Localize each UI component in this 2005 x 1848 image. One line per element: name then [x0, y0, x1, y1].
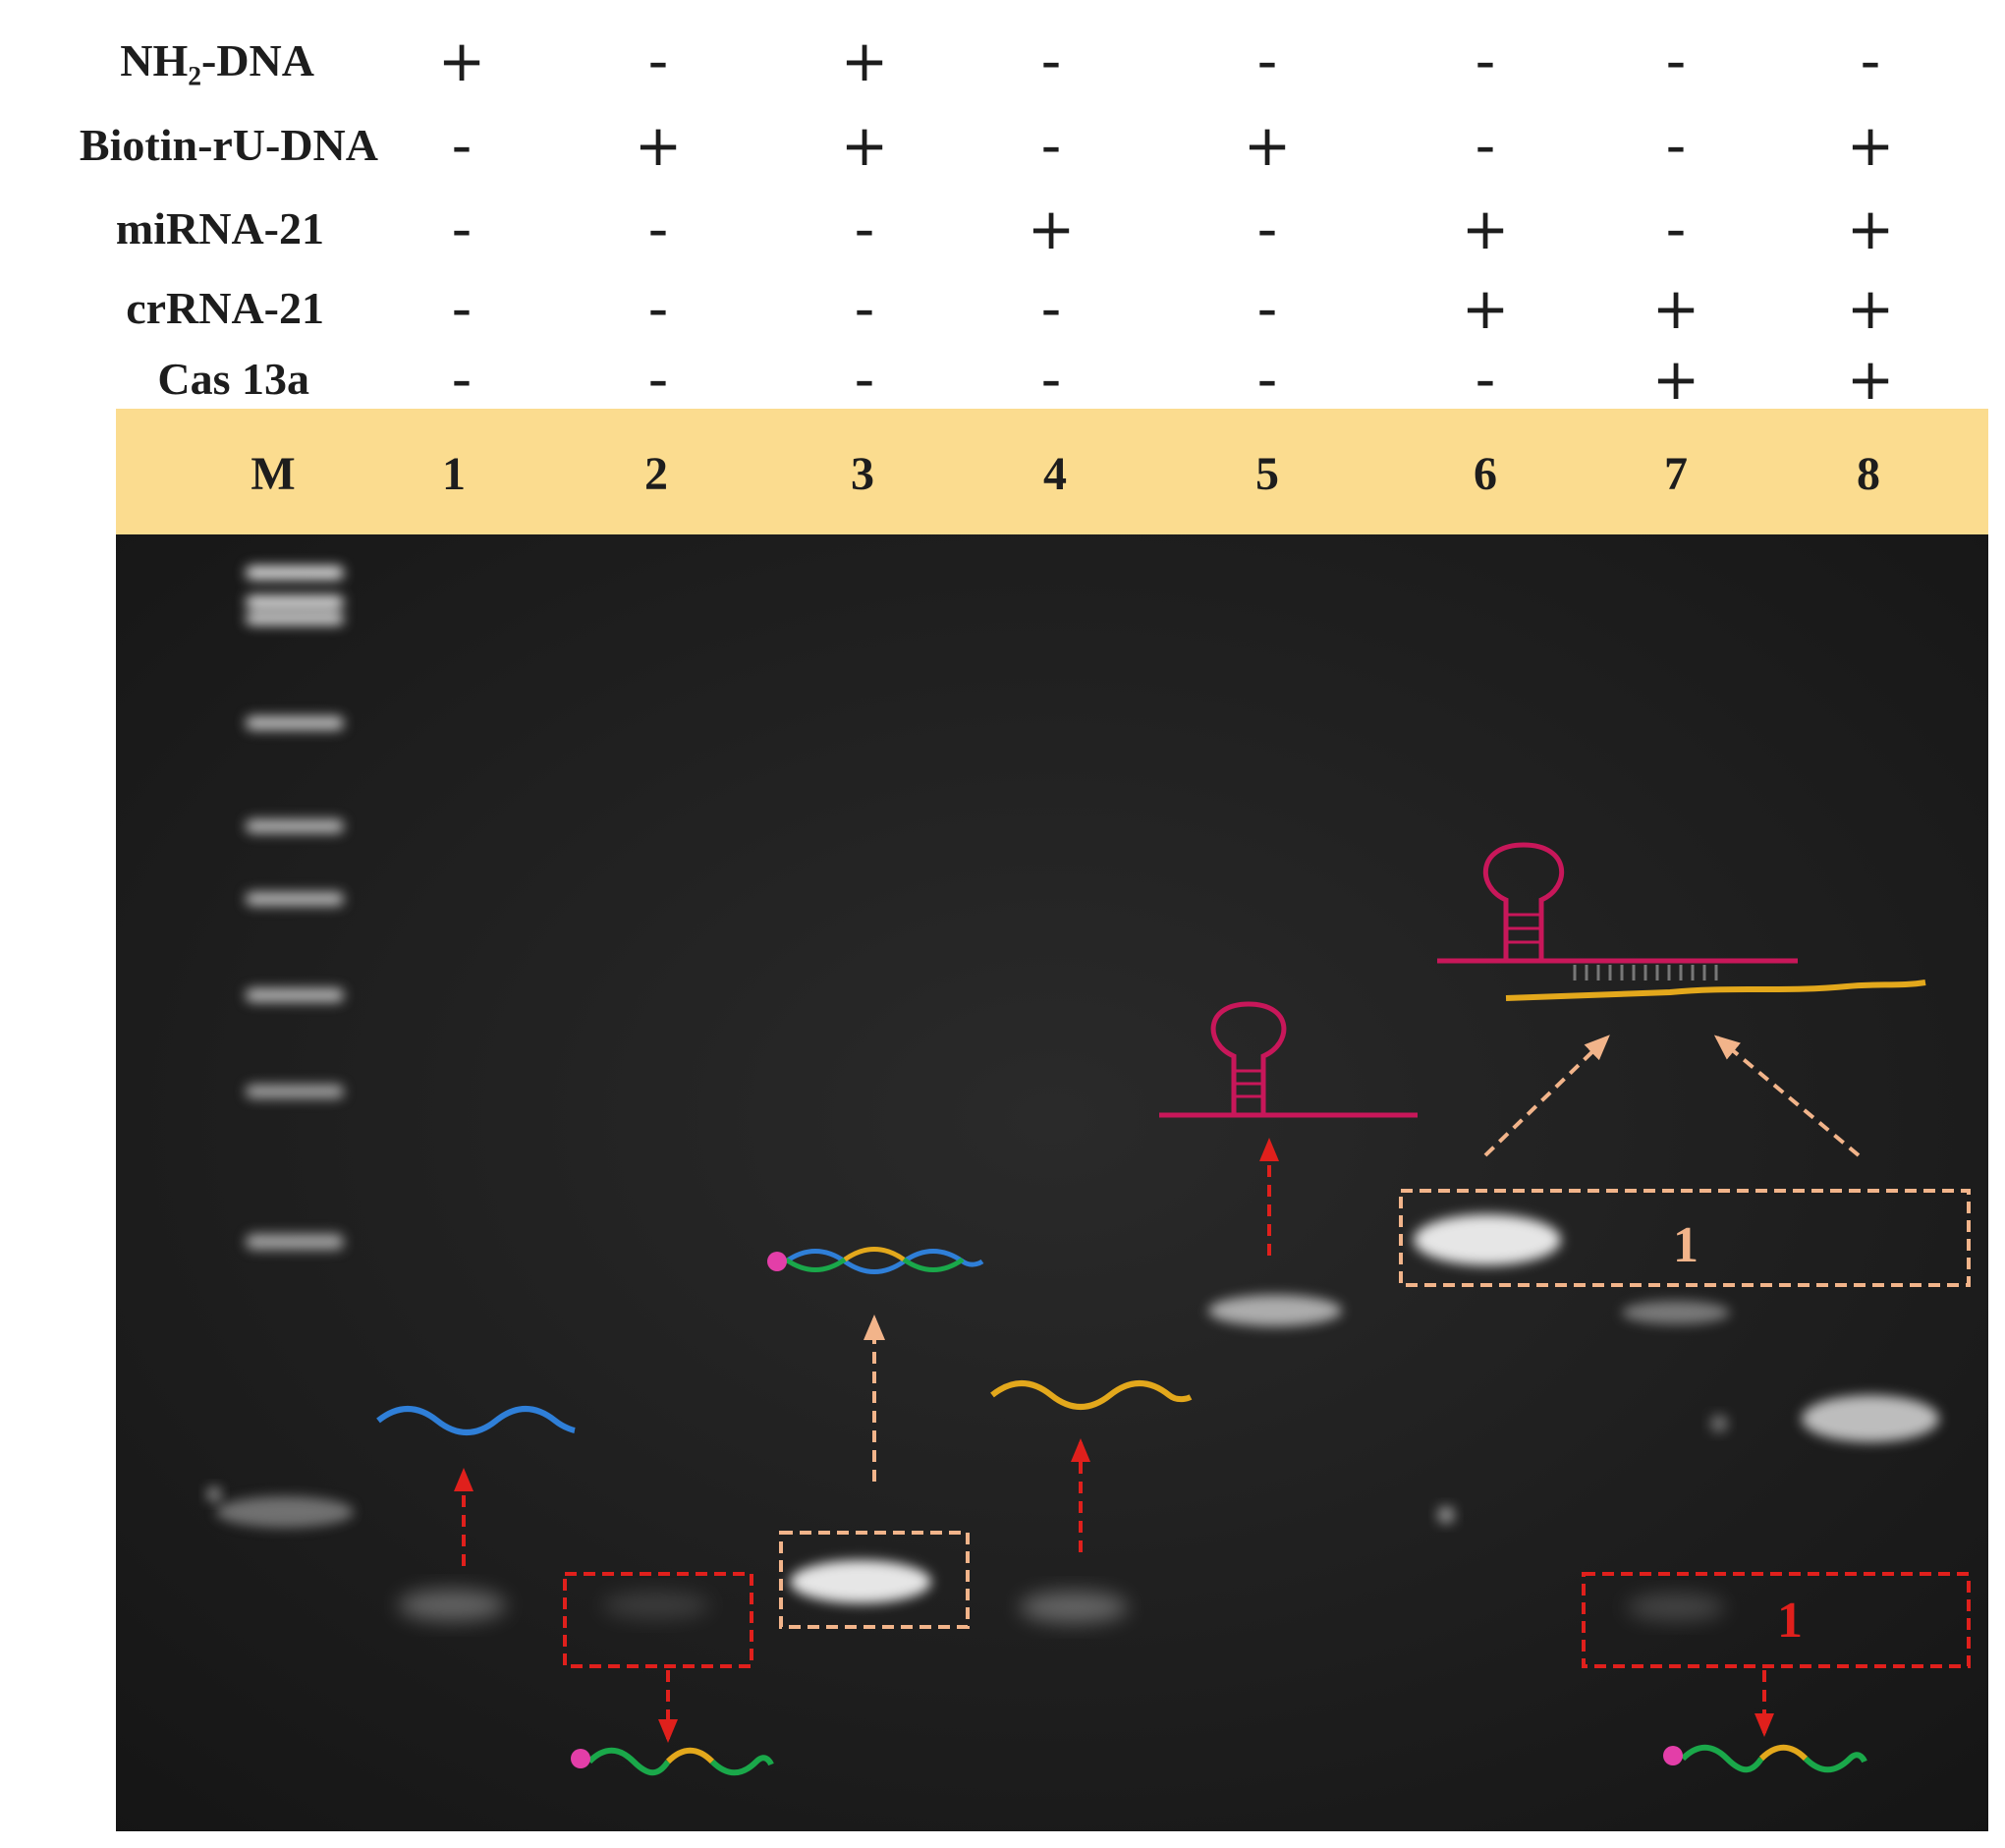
condition-sign: +	[1846, 346, 1895, 413]
condition-sign: +	[1651, 275, 1700, 342]
condition-sign: -	[1256, 196, 1278, 262]
condition-sign: +	[1461, 275, 1510, 342]
condition-sign: -	[1256, 275, 1278, 342]
condition-sign: -	[1665, 112, 1687, 179]
ladder-band	[246, 716, 344, 730]
condition-sign: +	[840, 28, 889, 94]
band-lane4	[1020, 1592, 1128, 1623]
condition-sign: -	[451, 196, 473, 262]
condition-sign: +	[1461, 196, 1510, 262]
condition-sign: -	[854, 275, 875, 342]
sample-bands	[206, 1214, 1939, 1623]
condition-sign: +	[1846, 275, 1895, 342]
lower-box-label: 1	[1777, 1593, 1803, 1649]
condition-sign: -	[451, 112, 473, 179]
speck	[1710, 1415, 1728, 1432]
lane3-orange-box	[779, 1531, 970, 1629]
condition-sign: -	[1040, 346, 1062, 413]
band-lane5	[1208, 1295, 1342, 1326]
condition-sign: -	[1040, 28, 1062, 94]
upper-box-label: 1	[1673, 1217, 1699, 1273]
lane-header-bar	[116, 409, 1988, 534]
ladder-band	[246, 819, 344, 833]
lane-label-5: 5	[1255, 448, 1279, 500]
band-lane7-low	[1627, 1594, 1725, 1621]
condition-sign: +	[1846, 112, 1895, 179]
band-lane8	[1802, 1395, 1939, 1442]
condition-row-label: NH₂-DNA	[120, 35, 314, 85]
mirna-21-strand-icon	[990, 1380, 1193, 1410]
nh2-dna-strand-icon	[376, 1406, 576, 1435]
lane-label-7: 7	[1664, 448, 1688, 500]
condition-sign: +	[1027, 196, 1076, 262]
band-lane6	[1414, 1214, 1561, 1265]
cleaved-strand-icon	[1663, 1744, 1867, 1773]
crrna-hairpin-icon	[1159, 1001, 1418, 1118]
condition-sign: +	[634, 112, 683, 179]
condition-sign: -	[1040, 275, 1062, 342]
marker-ladder	[216, 566, 354, 1528]
condition-row-label: Cas 13a	[157, 354, 309, 404]
lane8-diag-arrow	[1713, 1035, 1861, 1157]
condition-sign: -	[647, 275, 669, 342]
band-lane1	[398, 1590, 506, 1621]
ladder-band	[216, 1496, 354, 1528]
condition-sign: -	[854, 196, 875, 262]
condition-row-label: crRNA-21	[126, 283, 324, 333]
condition-sign: -	[1256, 28, 1278, 94]
condition-row-label: Biotin-rU-DNA	[79, 120, 378, 170]
gel-image	[116, 534, 1988, 1831]
condition-row-label: miRNA-21	[115, 203, 324, 253]
upper-orange-box	[1399, 1189, 1971, 1287]
ladder-band	[246, 892, 344, 906]
band-lane3	[790, 1560, 931, 1603]
band-lane2	[602, 1592, 710, 1619]
condition-sign: +	[1846, 196, 1895, 262]
lane-label-2: 2	[644, 448, 668, 500]
lane-label-m: M	[251, 448, 296, 500]
lane-label-3: 3	[851, 448, 874, 500]
condition-sign: +	[840, 112, 889, 179]
lane-label-4: 4	[1043, 448, 1067, 500]
duplex-strand-icon	[767, 1247, 984, 1274]
condition-sign: -	[647, 28, 669, 94]
condition-sign: +	[437, 28, 486, 94]
lane2-red-box	[563, 1572, 753, 1668]
condition-sign: -	[451, 346, 473, 413]
ladder-band	[246, 595, 344, 609]
lower-red-box	[1582, 1572, 1971, 1668]
ladder-band	[246, 613, 344, 625]
condition-sign: -	[1860, 28, 1881, 94]
lane-label-6: 6	[1474, 448, 1497, 500]
condition-sign: -	[1475, 28, 1496, 94]
ladder-band	[246, 1085, 344, 1098]
condition-sign: -	[1665, 196, 1687, 262]
biotin-ru-dna-strand-icon	[571, 1747, 774, 1776]
ladder-band	[246, 988, 344, 1002]
condition-sign: -	[451, 275, 473, 342]
ladder-band	[246, 566, 344, 580]
condition-sign: -	[1665, 28, 1687, 94]
lane-label-1: 1	[442, 448, 466, 500]
ladder-band	[246, 1234, 344, 1250]
condition-sign: -	[647, 196, 669, 262]
crrna-mirna-complex-icon	[1437, 842, 1926, 1001]
band-lane7	[1622, 1301, 1730, 1324]
condition-sign: -	[854, 346, 875, 413]
condition-sign: -	[1475, 346, 1496, 413]
lane-label-8: 8	[1857, 448, 1880, 500]
condition-sign: -	[647, 346, 669, 413]
speck	[1437, 1506, 1455, 1524]
condition-sign: +	[1243, 112, 1292, 179]
speck	[206, 1486, 222, 1502]
condition-sign: -	[1475, 112, 1496, 179]
condition-sign: +	[1651, 346, 1700, 413]
condition-sign: -	[1040, 112, 1062, 179]
lane6-diag-arrow	[1483, 1035, 1610, 1157]
condition-sign: -	[1256, 346, 1278, 413]
